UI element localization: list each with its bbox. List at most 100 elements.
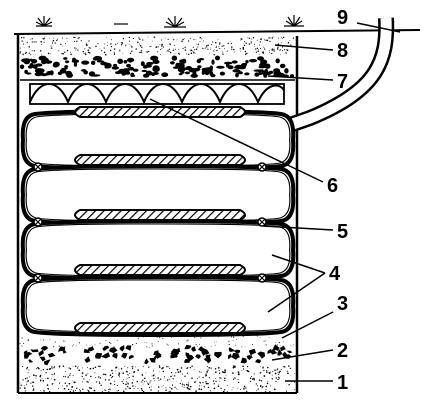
texture-dot (128, 387, 130, 389)
texture-dot (50, 47, 53, 49)
texture-dot (269, 50, 271, 52)
texture-dot (90, 387, 92, 390)
rubble-stone (170, 353, 178, 359)
rubble-stone (101, 352, 111, 359)
texture-dot (149, 382, 151, 384)
texture-dot (280, 345, 281, 347)
gravel-stone (188, 67, 196, 71)
texture-dot (161, 367, 163, 370)
texture-dot (271, 378, 274, 380)
texture-dot (35, 41, 37, 43)
texture-dot (49, 368, 52, 370)
texture-dot (174, 44, 176, 46)
texture-dot (214, 344, 216, 346)
gravel-stone (28, 58, 34, 62)
texture-dot (140, 388, 143, 390)
texture-dot (146, 346, 148, 348)
gravel-stone (63, 57, 68, 60)
texture-dot (212, 50, 214, 52)
texture-dot (129, 52, 132, 55)
texture-dot (28, 52, 31, 54)
texture-dot (24, 390, 26, 392)
texture-dot (133, 370, 136, 373)
texture-dot (288, 384, 290, 386)
texture-dot (53, 383, 55, 384)
texture-dot (151, 40, 153, 42)
texture-dot (171, 384, 174, 386)
texture-dot (280, 49, 281, 51)
texture-dot (88, 387, 91, 389)
leader-lines (149, 22, 401, 382)
texture-dot (91, 345, 93, 347)
texture-dot (48, 391, 51, 393)
texture-dot (287, 41, 290, 44)
texture-dot (142, 379, 144, 381)
gravel-stone (80, 69, 87, 72)
texture-dot (150, 386, 152, 388)
texture-dot (252, 36, 255, 39)
texture-dot (19, 53, 21, 55)
texture-dot (252, 377, 254, 380)
texture-dot (130, 44, 132, 46)
texture-dot (87, 367, 88, 369)
texture-dot (70, 51, 72, 53)
texture-dot (231, 48, 233, 50)
rubble-stone (108, 347, 118, 354)
texture-dot (101, 391, 103, 393)
texture-dot (114, 381, 116, 383)
callout-2: 2 (337, 340, 348, 362)
texture-dot (217, 367, 220, 369)
rubble-stone (103, 345, 110, 350)
texture-dot (246, 52, 248, 55)
callout-labels: 1 2 3 4 5 6 7 8 9 (327, 7, 348, 394)
texture-dot (93, 390, 95, 392)
gravel-stone (262, 70, 267, 75)
texture-dot (109, 374, 112, 377)
texture-dot (111, 376, 114, 378)
texture-dot (23, 46, 25, 48)
texture-dot (85, 52, 86, 54)
gravel-stone (132, 68, 139, 72)
texture-dot (104, 389, 106, 391)
texture-dot (132, 365, 134, 367)
texture-dot (246, 369, 247, 371)
texture-dot (85, 43, 88, 45)
texture-dot (87, 373, 89, 375)
texture-dot (92, 367, 95, 370)
callout-5: 5 (337, 221, 348, 243)
texture-dot (149, 347, 151, 348)
texture-dot (257, 51, 259, 53)
rubble-stone (231, 353, 240, 360)
texture-dot (283, 365, 286, 368)
texture-dot (266, 371, 268, 373)
layer-1-base (19, 365, 296, 393)
texture-dot (277, 378, 279, 381)
rubble-stone (39, 356, 46, 362)
texture-dot (279, 49, 281, 51)
texture-dot (285, 52, 287, 54)
texture-dot (187, 385, 190, 387)
texture-dot (288, 365, 290, 367)
gravel-stone (40, 73, 48, 77)
gravel-stone (145, 70, 153, 76)
texture-dot (31, 41, 33, 43)
texture-dot (200, 388, 203, 391)
texture-dot (159, 44, 161, 46)
gravel-stone (126, 63, 131, 68)
texture-dot (126, 371, 128, 373)
texture-dot (185, 383, 188, 386)
texture-dot (31, 38, 33, 40)
texture-dot (59, 381, 61, 383)
gravel-stone (275, 72, 285, 76)
texture-dot (66, 37, 68, 39)
texture-dot (27, 339, 29, 342)
rubble-stone (228, 353, 232, 360)
texture-dot (98, 382, 101, 384)
texture-dot (181, 373, 183, 375)
texture-dot (257, 388, 259, 390)
texture-dot (280, 369, 282, 370)
rubble-stone (83, 348, 91, 353)
texture-dot (199, 40, 201, 42)
callout-7: 7 (337, 71, 348, 93)
texture-dot (146, 342, 148, 343)
